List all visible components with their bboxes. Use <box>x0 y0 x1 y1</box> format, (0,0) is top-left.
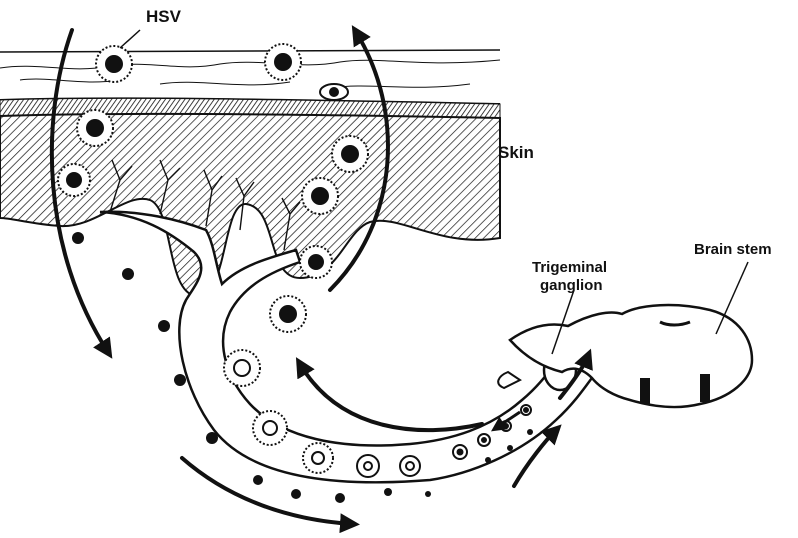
hsv-particle <box>253 411 287 445</box>
hsv-particle <box>357 455 379 477</box>
label-trigeminal: Trigeminal <box>532 259 607 276</box>
hsv-particle <box>77 110 113 146</box>
hsv-particle <box>224 350 260 386</box>
label-ganglion: ganglion <box>540 277 603 294</box>
skin-virion <box>320 84 348 100</box>
label-brain-stem: Brain stem <box>694 241 772 258</box>
label-skin: Skin <box>498 143 534 162</box>
hsv-particle <box>58 164 90 196</box>
hsv-particle <box>270 296 306 332</box>
hsv-particle <box>332 136 368 172</box>
epidermis-layer <box>0 50 500 104</box>
hsv-particle <box>96 46 132 82</box>
arrow-return <box>300 364 482 430</box>
hsv-particle <box>265 44 301 80</box>
hsv-particle <box>521 405 531 415</box>
label-hsv: HSV <box>146 7 182 26</box>
hsv-particle <box>453 445 467 459</box>
hsv-particle <box>478 434 490 446</box>
hsv-particle <box>303 443 333 473</box>
hsv-particle <box>300 246 332 278</box>
hsv-particle <box>302 178 338 214</box>
nerve-stump <box>498 372 520 388</box>
hsv-particle <box>400 456 420 476</box>
